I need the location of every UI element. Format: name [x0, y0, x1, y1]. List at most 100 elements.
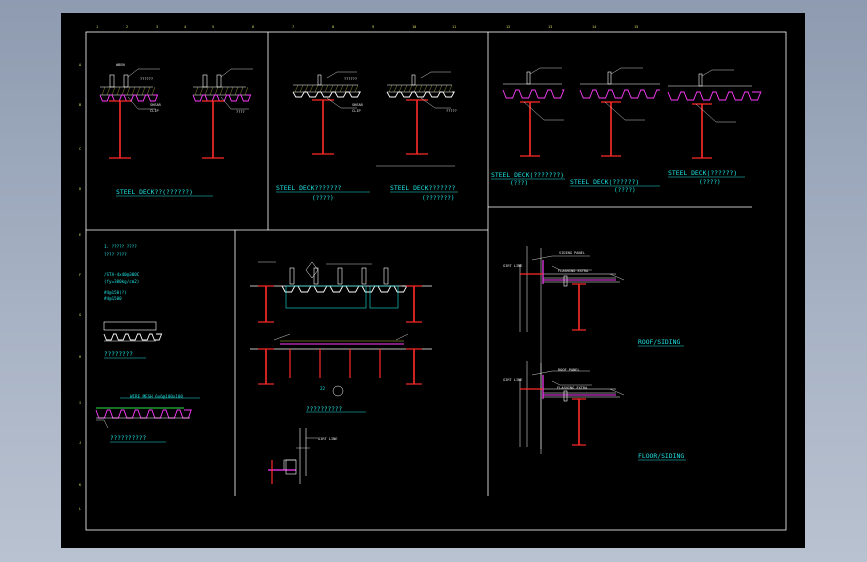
callout-leader — [531, 255, 590, 261]
hatch — [294, 84, 299, 93]
panel4-note-5: #4@1500 — [104, 296, 122, 301]
drawing-sheet — [61, 13, 805, 548]
detail-panel-5 — [250, 261, 432, 413]
p1-callout-b: ?????? — [140, 77, 153, 81]
leader-line — [127, 96, 139, 110]
stud — [313, 267, 319, 285]
p1-callout-e: ???? — [236, 110, 245, 114]
callout-small-girt: GIRT LINE — [318, 437, 337, 441]
panel4-note-4: #4@150(?) — [104, 290, 127, 295]
hatch — [136, 86, 141, 96]
callout-leader — [326, 71, 357, 79]
panel4-note-1: 1. ????? ???? — [104, 244, 137, 249]
stud — [411, 74, 416, 86]
hatch — [413, 84, 418, 93]
hatch — [438, 84, 443, 93]
leader-line — [695, 103, 717, 123]
detail-panel-1 — [99, 68, 253, 197]
leader-line — [127, 68, 139, 78]
panel3-sub-3: (????) — [699, 179, 721, 186]
hatch — [106, 86, 111, 96]
callout-leader — [420, 97, 451, 109]
note-line: ???? ???? — [104, 252, 127, 257]
hatch — [204, 86, 209, 96]
grid-label-top: 10 — [412, 25, 416, 29]
detail-panel-2 — [276, 71, 458, 193]
panel4-section-2: ?????????? — [110, 435, 147, 442]
hatch — [199, 86, 204, 96]
panel3-sub-1: (???) — [510, 180, 528, 187]
callout-girt-line-2: GIRT LINE — [503, 378, 522, 382]
leader-line — [604, 101, 626, 121]
grid-label-top: 12 — [506, 25, 510, 29]
section-marker — [305, 261, 319, 279]
panel4-section-1: ???????? — [104, 351, 133, 358]
stud — [383, 267, 389, 285]
deck-profile — [292, 91, 361, 98]
leader-line — [326, 97, 342, 109]
hatch — [408, 84, 413, 93]
roof-siding-label: ROOF/SIDING — [638, 338, 680, 346]
hatch — [141, 86, 146, 96]
panel4-mesh-label: WIRE MESH 6x6@100x100 — [130, 394, 183, 399]
grid-label-top: 5 — [212, 25, 214, 29]
callout-leader — [395, 333, 409, 341]
grid-label-top: 4 — [184, 25, 186, 29]
hatch — [239, 86, 244, 96]
hatch — [121, 86, 126, 96]
callout-leader — [220, 68, 253, 78]
hatch — [403, 84, 408, 93]
drawing-frame — [85, 31, 787, 531]
stud — [202, 74, 208, 88]
hatch — [309, 84, 314, 93]
steel-beam — [692, 103, 712, 159]
break-line — [609, 273, 625, 281]
deck-profile — [386, 91, 455, 98]
floor-siding-label: FLOOR/SIDING — [638, 452, 684, 460]
detail-panel-7 — [268, 428, 318, 484]
stud — [563, 275, 568, 287]
grid-label-left: B — [79, 103, 81, 107]
callout-flashing-1: FLASHING EXTRA — [558, 269, 589, 273]
hatch — [433, 84, 438, 93]
leader-line — [531, 255, 553, 261]
grid-label-top: 13 — [548, 25, 552, 29]
steel-beam — [109, 100, 131, 159]
leader-line — [220, 68, 232, 78]
callout-leader — [127, 68, 160, 78]
grid-label-left: K — [79, 483, 82, 487]
hatch — [418, 84, 423, 93]
section-marker-circle — [332, 385, 344, 397]
leader-line — [610, 67, 622, 75]
gutter-box — [285, 459, 297, 475]
panel3-sub-2: (????) — [614, 187, 636, 194]
hatch — [131, 86, 136, 96]
hatch — [398, 84, 403, 93]
leader-line — [220, 96, 232, 110]
leader-line — [529, 67, 541, 75]
callout-girt-line-1: GIRT LINE — [503, 264, 522, 268]
column — [258, 348, 274, 385]
hatch — [354, 84, 359, 93]
grid-label-top: 2 — [126, 25, 128, 29]
hatch — [224, 86, 229, 96]
hatch — [146, 86, 151, 96]
beam-section — [369, 285, 399, 309]
p1-callout-a: #BEN — [116, 63, 125, 67]
p2-callout-d: ????? — [446, 109, 457, 113]
hatch — [344, 84, 349, 93]
hatch — [229, 86, 234, 96]
stud — [607, 71, 612, 85]
steel-beam — [601, 101, 621, 157]
grid-label-top: 3 — [156, 25, 158, 29]
hatch — [388, 84, 393, 93]
grid-label-left: J — [79, 441, 81, 445]
deck-profile — [667, 91, 762, 101]
grid-label-top: 8 — [332, 25, 334, 29]
stud — [289, 267, 295, 285]
callout-leader — [220, 96, 249, 110]
callout-roof-panel: ROOF PANEL — [558, 368, 580, 372]
stud — [317, 74, 322, 86]
